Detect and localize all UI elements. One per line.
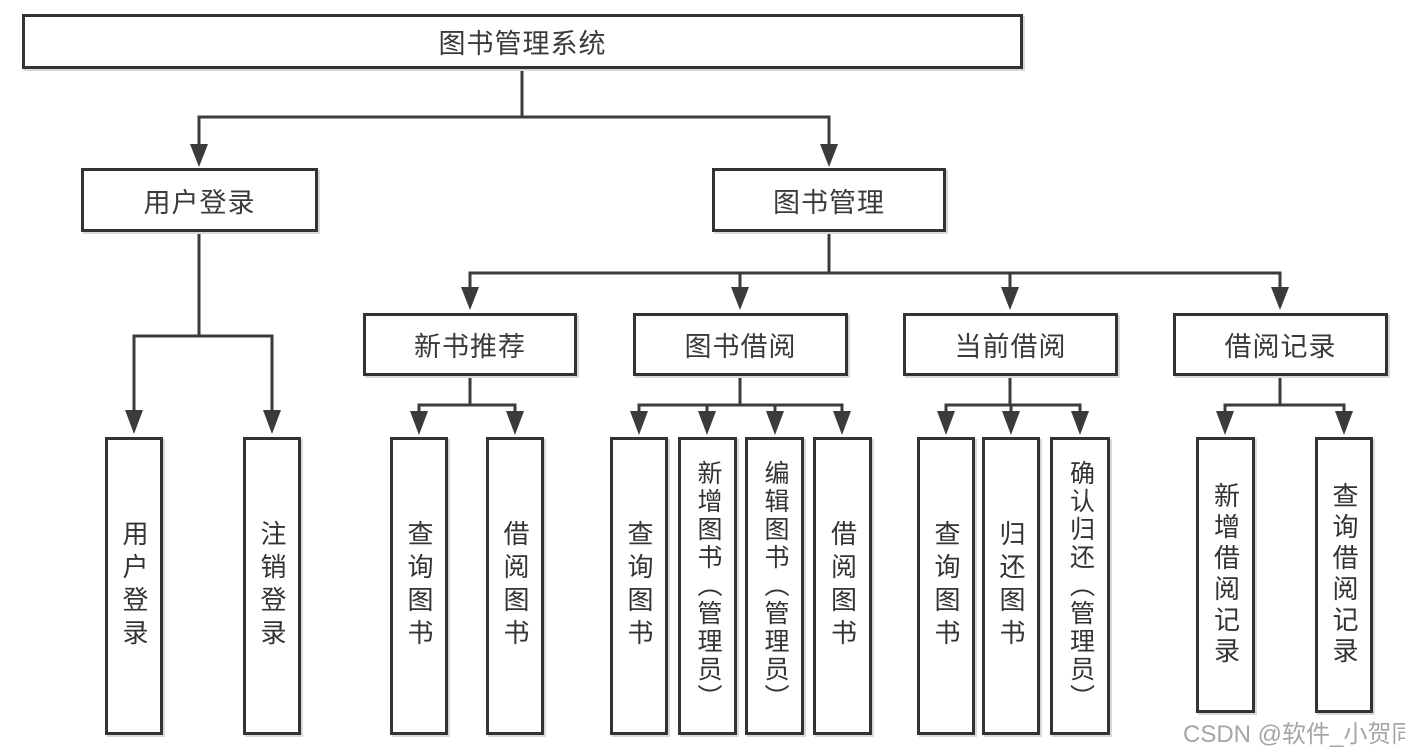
- node-book-management: 图书管理: [712, 168, 946, 232]
- leaf-user-login: 用户登录: [105, 437, 163, 735]
- leaf-borrow-books-recommend: 借阅图书: [486, 437, 544, 735]
- node-new-book-recommend: 新书推荐: [363, 313, 577, 376]
- leaf-query-books-recommend: 查询图书: [390, 437, 448, 735]
- leaf-add-borrow-record: 新增借阅记录: [1196, 437, 1255, 713]
- node-root: 图书管理系统: [22, 14, 1023, 69]
- node-current-borrow: 当前借阅: [903, 313, 1118, 376]
- node-user-login: 用户登录: [81, 168, 318, 232]
- leaf-confirm-return-admin: 确认归还（管理员）: [1050, 437, 1110, 735]
- leaf-borrow-books: 借阅图书: [813, 437, 872, 735]
- watermark: CSDN @软件_小贺同学: [1183, 721, 1405, 747]
- leaf-query-borrow-record: 查询借阅记录: [1315, 437, 1373, 713]
- leaf-logout: 注销登录: [243, 437, 301, 735]
- node-borrow-records: 借阅记录: [1173, 313, 1388, 376]
- leaf-edit-books-admin: 编辑图书（管理员）: [745, 437, 804, 735]
- leaf-add-books-admin: 新增图书（管理员）: [678, 437, 737, 735]
- leaf-query-books-borrow: 查询图书: [610, 437, 668, 735]
- node-book-borrow: 图书借阅: [633, 313, 848, 376]
- leaf-return-books: 归还图书: [982, 437, 1040, 735]
- leaf-query-books-current: 查询图书: [917, 437, 975, 735]
